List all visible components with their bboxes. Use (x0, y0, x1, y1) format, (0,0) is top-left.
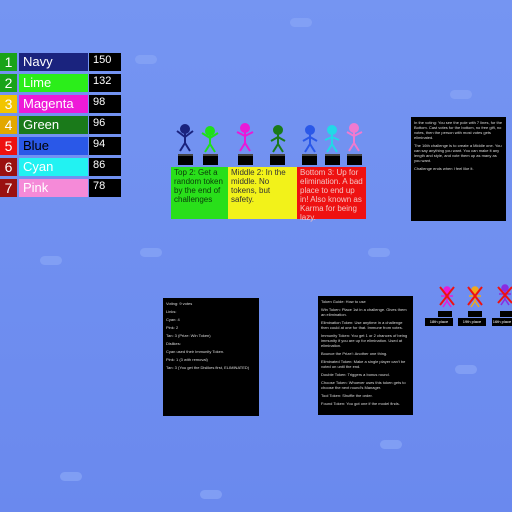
panel-text: Immunity Token: You get 1 or 2 chances o… (321, 333, 408, 348)
cloud (450, 90, 472, 99)
figure-pink (346, 123, 363, 152)
figure-navy (176, 124, 194, 152)
cloud (368, 248, 390, 257)
rank-number: 5 (0, 137, 17, 155)
panel-text: Links: (166, 309, 177, 314)
panel-text: Tool Token: Shuffle the order. (321, 393, 373, 398)
panel-text: Win Token: Place 1st in a challenge. Giv… (321, 307, 407, 317)
cloud (380, 440, 402, 449)
panel-text: Elimination Token: Use anytime in a chal… (321, 320, 403, 330)
rank-number: 7 (0, 179, 17, 197)
rank-number: 6 (0, 158, 17, 176)
contestant-score: 132 (89, 74, 121, 92)
contestant-score: 94 (89, 137, 121, 155)
panel-text: Pink: 1 (3 with removal) (166, 357, 208, 362)
pedestal (500, 311, 512, 317)
panel-text: Bounce the Prize!: Another one thing. (321, 351, 388, 356)
pedestal (325, 154, 340, 165)
panel-text: Double Token: Triggers a bonus round. (321, 372, 390, 377)
place-label: 18th place (425, 318, 453, 326)
zone-top: Top 2: Get a random token by the end of … (171, 167, 228, 219)
rank-number: 1 (0, 53, 17, 71)
info-text: Challenge ends when I feel like it. (414, 166, 474, 171)
panel-text: Found Token: You got one if the model fi… (321, 401, 400, 406)
rank-number: 3 (0, 95, 17, 113)
figure-blue (302, 125, 318, 153)
pedestal (438, 311, 452, 317)
pedestal (302, 154, 317, 165)
panel-text: Dislikes: (166, 341, 181, 346)
figure-lime (201, 126, 219, 153)
contestant-score: 78 (89, 179, 121, 197)
pedestal (270, 154, 285, 165)
pedestal (178, 154, 193, 165)
cloud (60, 472, 82, 481)
panel-text: Token Guide: How to use (321, 299, 366, 304)
panel-text: Tan: 3 (Prize: Win Token) (166, 333, 211, 338)
panel-text: Tan: 3 (You get the Dislikes first, ELIM… (166, 365, 250, 370)
contestant-name: Navy (19, 53, 88, 71)
figure-green (270, 125, 286, 153)
panel-text: Cyan: 4 (166, 317, 180, 322)
rank-number: 2 (0, 74, 17, 92)
contestant-score: 150 (89, 53, 121, 71)
figure-magenta (236, 123, 254, 152)
cloud (135, 55, 157, 64)
panel-text: Voting: 9 votes (166, 301, 193, 306)
x-mark-icon (467, 286, 483, 306)
cloud (200, 490, 222, 499)
cloud (140, 248, 162, 257)
figure-cyan (324, 125, 340, 153)
cloud (290, 18, 312, 27)
x-mark-icon (439, 286, 455, 306)
x-mark-icon (497, 286, 512, 304)
pedestal (238, 154, 253, 165)
contestant-name: Green (19, 116, 88, 134)
contestant-name: Cyan (19, 158, 88, 176)
pedestal (203, 154, 218, 165)
pedestal (468, 311, 482, 317)
place-label: 16th place (492, 318, 512, 326)
figure-eliminated-2 (469, 286, 481, 308)
info-panel: In the voting: You see the pole with 7 l… (411, 117, 506, 221)
eliminated-figures (439, 284, 512, 308)
info-text: In the voting: You see the pole with 7 l… (414, 120, 503, 140)
figure-eliminated-3 (499, 284, 511, 306)
cloud (455, 365, 477, 374)
pedestal (347, 154, 362, 165)
panel-text: Eliminated Token: Make a single player c… (321, 359, 406, 369)
contestant-score: 98 (89, 95, 121, 113)
stick-figures (176, 123, 363, 153)
contestant-score: 86 (89, 158, 121, 176)
contestant-name: Lime (19, 74, 88, 92)
info-text: The 16th challenge is to create a Middle… (414, 143, 502, 163)
contestant-score: 96 (89, 116, 121, 134)
rank-number: 4 (0, 116, 17, 134)
panel-text: Pink: 2 (166, 325, 179, 330)
contestant-name: Pink (19, 179, 88, 197)
cloud (40, 256, 62, 265)
panel-text: Choose Token: Whoever uses this token ge… (321, 380, 406, 390)
contestant-name: Magenta (19, 95, 88, 113)
contestant-name: Blue (19, 137, 88, 155)
zone-middle: Middle 2: In the middle. No tokens, but … (228, 167, 297, 219)
place-label: 19th place (458, 318, 486, 326)
panel-text: Cyan used their Immunity Token. (166, 349, 225, 354)
zone-bottom: Bottom 3: Up for elimination. A bad plac… (297, 167, 366, 222)
